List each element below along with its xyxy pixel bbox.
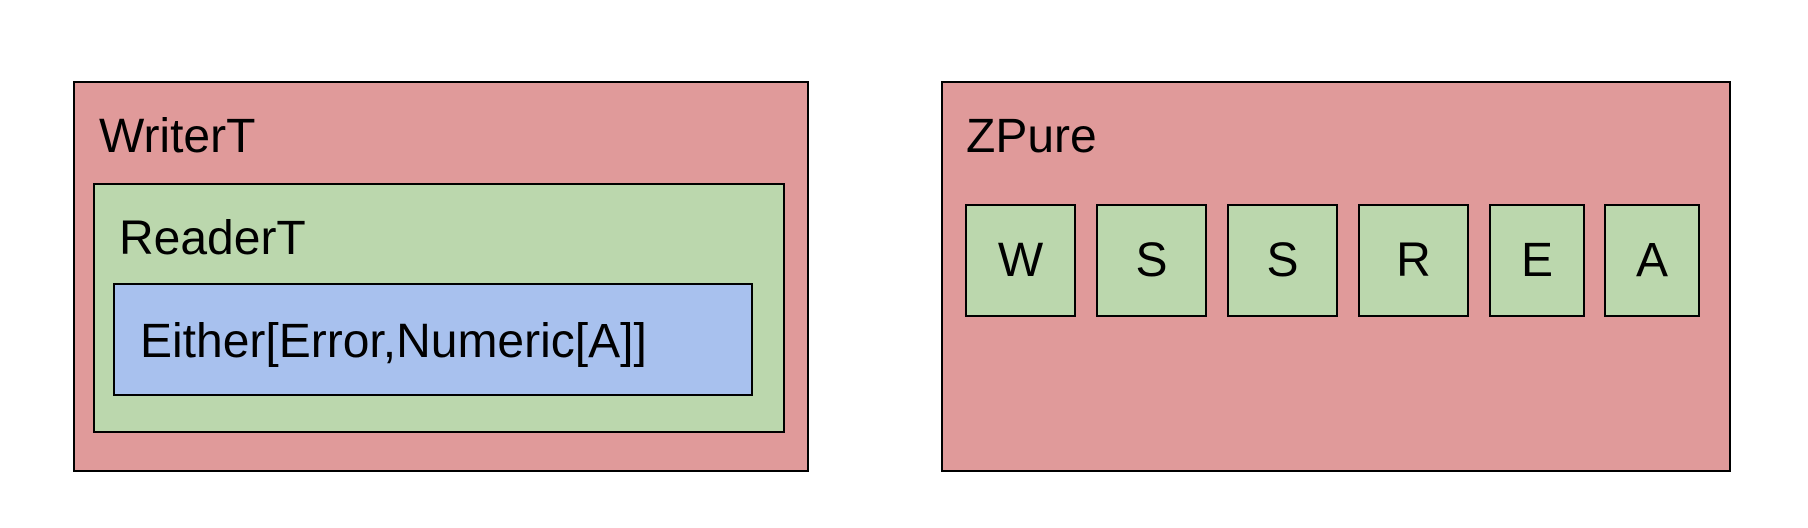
zpure-slot-s-1: S (1096, 204, 1207, 317)
either-box: Either[Error,Numeric[A]] (113, 283, 753, 396)
zpure-slot-r: R (1358, 204, 1469, 317)
zpure-slot-a: A (1604, 204, 1700, 317)
zpure-slot-s-2: S (1227, 204, 1338, 317)
zpure-label: ZPure (966, 110, 1097, 163)
writert-label: WriterT (99, 110, 256, 163)
either-label: Either[Error,Numeric[A]] (140, 315, 647, 368)
zpure-slot-w: W (965, 204, 1076, 317)
zpure-slot-e: E (1489, 204, 1585, 317)
readert-label: ReaderT (119, 212, 306, 265)
